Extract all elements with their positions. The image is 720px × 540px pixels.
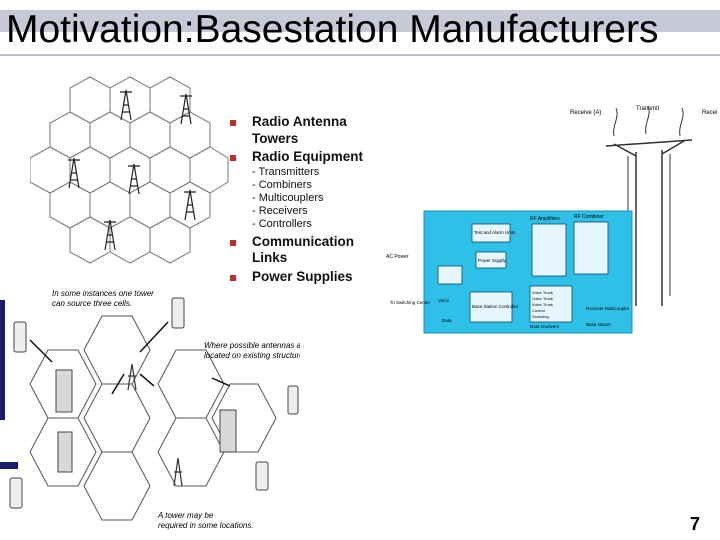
note-one-tower-three-cells-line2: can source three cells. (52, 299, 132, 308)
label-transmit: Transmit (636, 106, 659, 112)
label-power-supply: Power Supply (478, 258, 507, 263)
bullet-radio-antenna-towers: Radio Antenna Towers (228, 114, 388, 147)
slide-title: Motivation:Basestation Manufacturers (6, 8, 659, 51)
label-receive-b: Recei (702, 110, 717, 116)
bullet-radio-equipment: Radio Equipment (228, 149, 388, 166)
panel-boxes (437, 221, 609, 323)
page-number: 7 (690, 514, 701, 534)
label-base-station-controller: Base Station Controller (472, 304, 519, 309)
note-tower-required-line1: A tower may be (157, 511, 214, 520)
label-base-station: Base station (586, 322, 611, 327)
building-icons (55, 369, 237, 473)
hex-grid (30, 76, 229, 264)
label-voice-trunk-3: Voice Trunk (532, 302, 553, 307)
sidebar-accent-bar (0, 300, 5, 420)
note-tower-required-line2: required in some locations. (158, 521, 254, 530)
cell-tower-grid-diagram (30, 76, 229, 264)
label-test-alarm: Test and Alarm Units (474, 230, 516, 235)
bullet-power-supplies: Power Supplies (228, 269, 388, 286)
label-scanning: Scanning (532, 314, 549, 319)
label-data: Data (442, 318, 452, 323)
tower-icons (127, 363, 183, 487)
label-rf-combiner: RF Combiner (574, 214, 604, 220)
note-existing-structures-line2: located on existing structures. (204, 351, 300, 360)
antenna-tower-icons (68, 89, 196, 251)
note-one-tower-three-cells-line1: In some instances one tower (52, 289, 154, 298)
sub-item-controllers: - Controllers (252, 217, 312, 230)
label-rf-amplifiers: RF Amplifiers (530, 216, 560, 222)
bullet-list: Radio Antenna Towers Radio Equipment - T… (228, 114, 388, 287)
base-station-equipment-diagram: Receive (A) Transmit Recei RF Amplifiers… (386, 105, 717, 334)
label-to-switching-center: To Switching Center (390, 300, 431, 305)
antenna-whips (613, 105, 684, 137)
sidebar-accent-stub (0, 462, 18, 469)
title-underline (0, 54, 720, 56)
bullet-communication-links: Communication Links (228, 234, 388, 267)
label-voice-trunk-1: Voice Trunk (532, 290, 553, 295)
label-ac-power: AC Power (386, 254, 409, 260)
label-control: Control (532, 308, 545, 313)
sub-item-transmitters: - Transmitters (252, 165, 320, 178)
label-voice: Voice (438, 298, 450, 303)
sub-item-combiners: - Combiners (252, 178, 312, 191)
cell-coverage-illustration: In some instances one tower can source t… (9, 289, 300, 530)
label-voice-trunk-2: Voice Trunk (532, 296, 553, 301)
label-receive-a: Receive (A) (570, 110, 601, 116)
sub-item-receivers: - Receivers (252, 204, 308, 217)
sub-item-multicouplers: - Multicouplers (252, 191, 324, 204)
coverage-hexagons (29, 315, 277, 521)
phone-icons (9, 297, 299, 509)
note-existing-structures-line1: Where possible antennas are (204, 341, 300, 350)
label-data-receivers: Data receivers (530, 324, 560, 329)
signal-arrows (29, 321, 231, 395)
title-band (0, 10, 720, 32)
label-receiver-multicoupler: Receiver Multicoupler (586, 306, 630, 311)
